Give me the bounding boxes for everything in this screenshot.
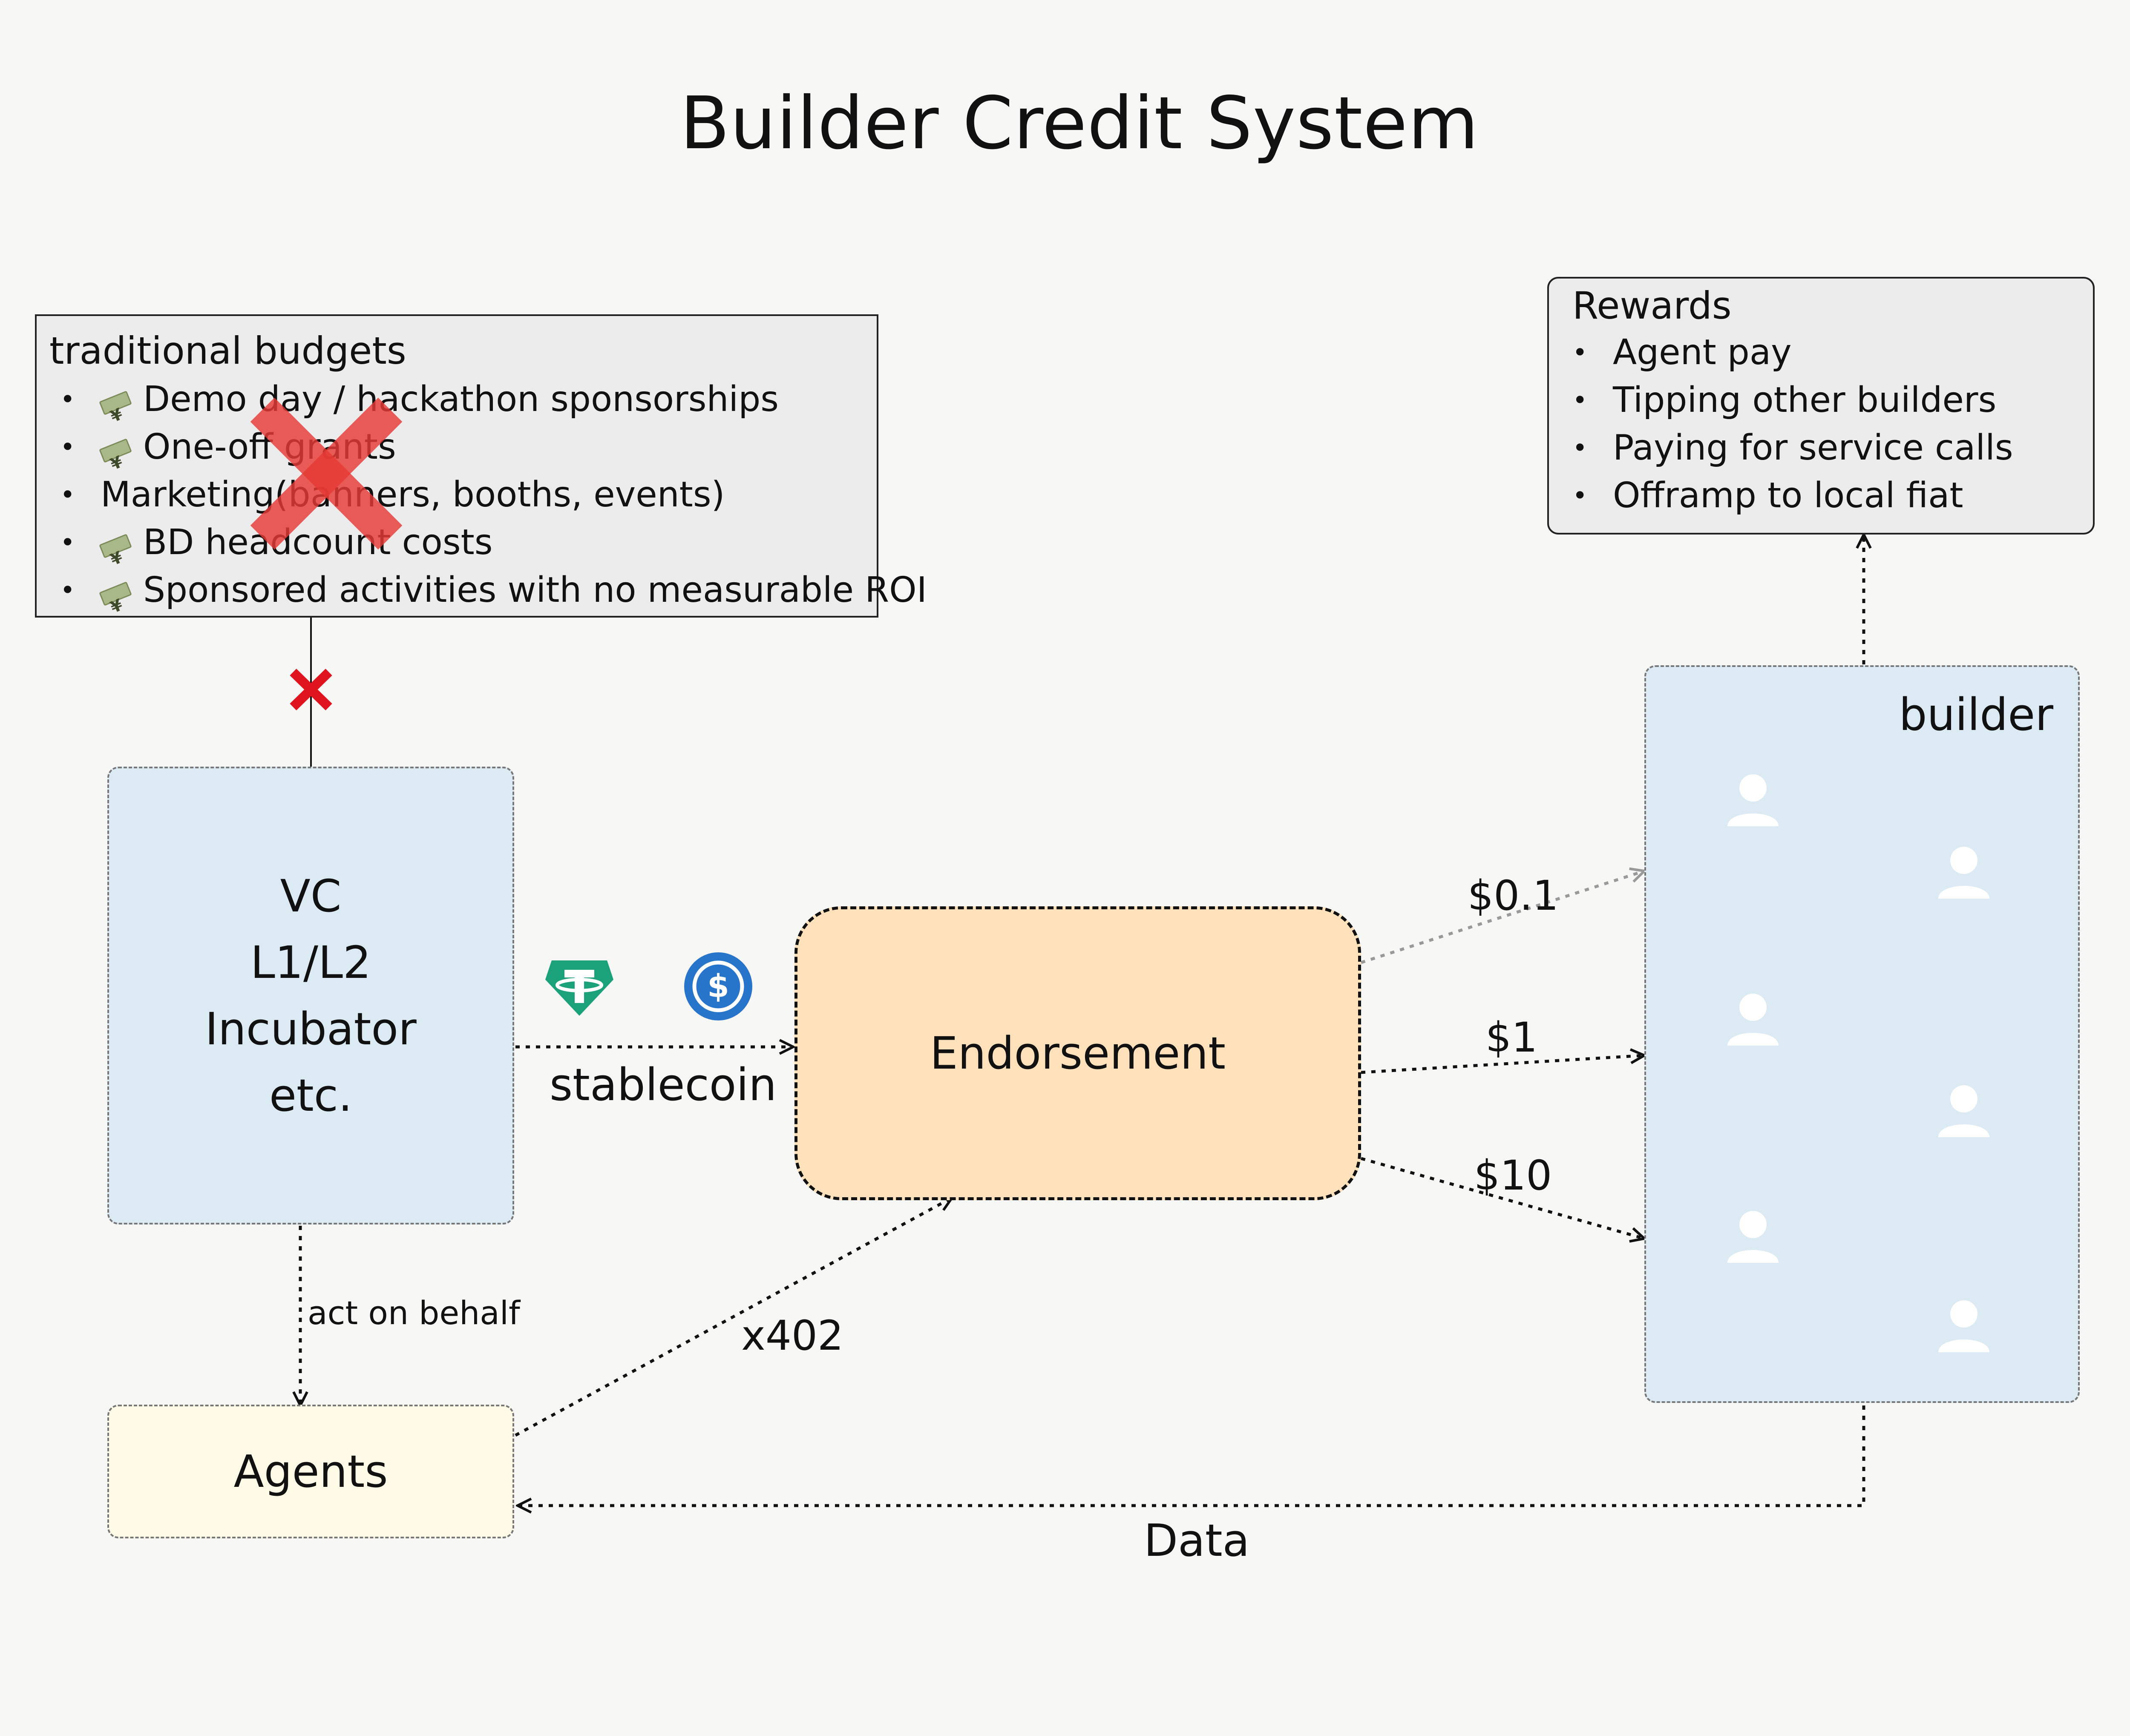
- list-item: Agent pay: [1549, 329, 2013, 377]
- traditional-budgets-box: traditional budgets Demo day / hackathon…: [35, 314, 927, 618]
- list-item: Paying for service calls: [1549, 424, 2013, 472]
- funder-line: Incubator: [205, 1003, 417, 1055]
- funder-line: etc.: [269, 1069, 352, 1121]
- usdc-icon: $: [684, 952, 752, 1020]
- person-icon: [1727, 774, 1779, 826]
- data-label: Data: [1144, 1515, 1250, 1566]
- builder-group: builder: [1644, 665, 2080, 1403]
- tier-high-arrow: [1361, 1157, 1644, 1239]
- endorsement-label: Endorsement: [930, 1027, 1226, 1079]
- list-item: Offramp to local fiat: [1549, 472, 2013, 520]
- tier-low-label: $0.1: [1468, 872, 1559, 920]
- funder-line: VC: [280, 870, 342, 922]
- person-icon: [1938, 847, 1989, 899]
- funder-line: L1/L2: [250, 936, 371, 989]
- funders-node: VC L1/L2 Incubator etc.: [107, 767, 514, 1224]
- tier-high-label: $10: [1474, 1152, 1552, 1199]
- person-icon: [1727, 994, 1779, 1046]
- stablecoin-label: stablecoin: [550, 1059, 777, 1111]
- cross-out-icon: [250, 397, 403, 550]
- list-item: Marketing(banners, booths, events): [37, 471, 927, 519]
- agents-label: Agents: [233, 1446, 388, 1497]
- rewards-heading: Rewards: [1572, 284, 1732, 328]
- red-x-icon: [290, 669, 332, 710]
- person-icon: [1938, 1085, 1989, 1137]
- rewards-box: Rewards Agent pay Tipping other builders…: [1547, 277, 2095, 535]
- person-icon: [1938, 1300, 1989, 1352]
- data-arrow: [518, 1405, 1865, 1506]
- tier-mid-arrow: [1361, 1055, 1644, 1074]
- tether-icon: [545, 960, 613, 1016]
- list-item: BD headcount costs: [37, 519, 927, 566]
- svg-text:$: $: [707, 968, 729, 1005]
- x402-label: x402: [741, 1312, 844, 1359]
- list-item: Tipping other builders: [1549, 377, 2013, 424]
- rewards-list: Agent pay Tipping other builders Paying …: [1549, 329, 2013, 520]
- agents-node: Agents: [107, 1405, 514, 1538]
- act-on-behalf-label: act on behalf: [308, 1294, 520, 1332]
- money-icon: [101, 437, 134, 461]
- list-item: One-off grants: [37, 423, 927, 471]
- money-icon: [101, 581, 134, 604]
- list-item: Sponsored activities with no measurable …: [37, 566, 927, 614]
- list-item: Demo day / hackathon sponsorships: [37, 376, 927, 423]
- endorsement-node: Endorsement: [794, 906, 1361, 1200]
- x402-arrow: [515, 1198, 952, 1437]
- tier-low-arrow: [1360, 871, 1644, 964]
- traditional-budgets-heading: traditional budgets: [49, 329, 406, 373]
- builder-label: builder: [1899, 689, 2053, 741]
- person-icon: [1727, 1211, 1779, 1263]
- traditional-budgets-list: Demo day / hackathon sponsorships One-of…: [37, 376, 927, 614]
- page-title: Builder Credit System: [680, 81, 1479, 166]
- tier-mid-label: $1: [1485, 1014, 1538, 1061]
- money-icon: [101, 390, 134, 414]
- money-icon: [101, 533, 134, 557]
